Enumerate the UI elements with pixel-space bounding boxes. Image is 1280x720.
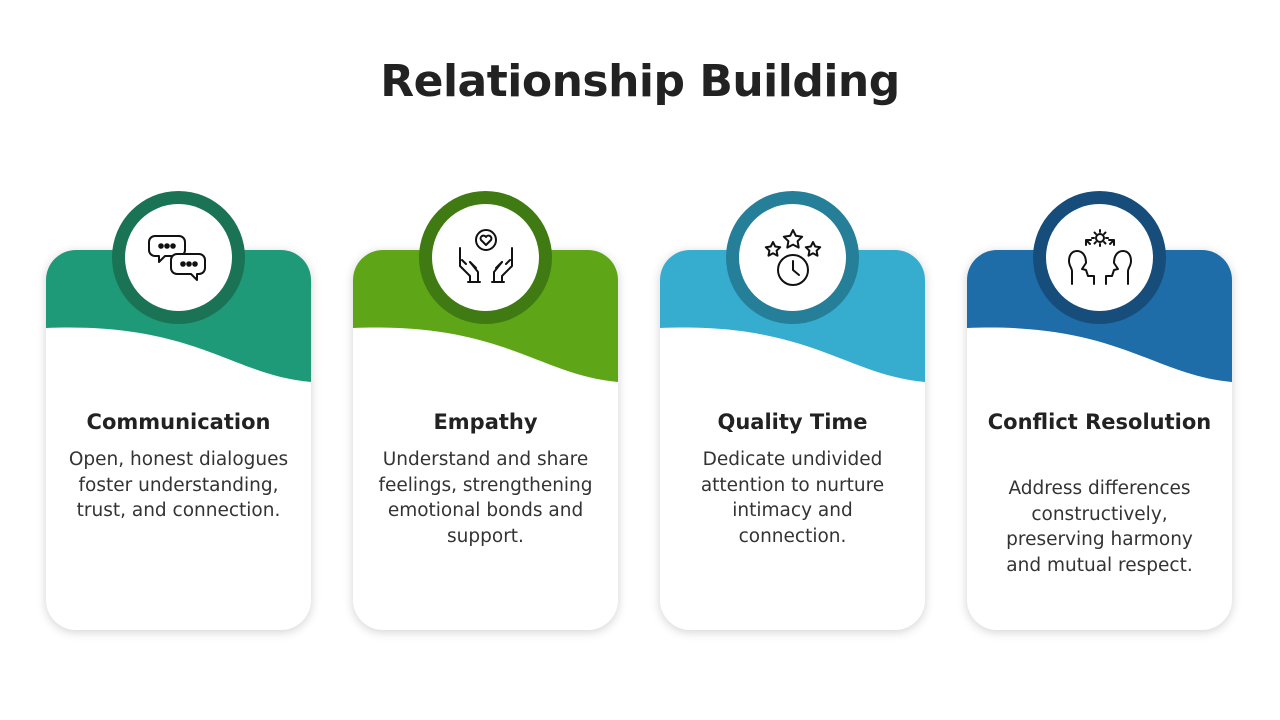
icon-circle <box>739 204 846 311</box>
stars-clock-icon <box>764 228 821 286</box>
card-description: Open, honest dialogues foster understand… <box>68 449 289 521</box>
hands-heart-icon <box>458 228 513 283</box>
icon-circle <box>1046 204 1153 311</box>
icon-circle <box>125 204 232 311</box>
icon-circle <box>432 204 539 311</box>
card-empathy: Empathy Understand and share feelings, s… <box>353 191 618 630</box>
page-title: Relationship Building <box>380 56 900 107</box>
icon-ring <box>419 191 552 324</box>
card-communication: Communication Open, honest dialogues fos… <box>46 191 311 630</box>
card-conflict-resolution: Conflict Resolution Address differences … <box>967 191 1232 630</box>
speech-bubbles-icon <box>147 234 206 281</box>
card-description: Address differences constructively, pres… <box>1006 478 1193 576</box>
card-title: Empathy <box>433 410 538 434</box>
card-description: Understand and share feelings, strengthe… <box>378 449 593 547</box>
card-quality-time: Quality Time Dedicate undivided attentio… <box>660 191 925 630</box>
card-title: Quality Time <box>717 410 868 434</box>
icon-ring <box>112 191 245 324</box>
icon-ring <box>726 191 859 324</box>
icon-ring <box>1033 191 1166 324</box>
card-description: Dedicate undivided attention to nurture … <box>700 449 885 547</box>
card-title: Conflict Resolution <box>987 410 1212 434</box>
heads-gear-icon <box>1067 228 1132 285</box>
card-title: Communication <box>86 410 271 434</box>
